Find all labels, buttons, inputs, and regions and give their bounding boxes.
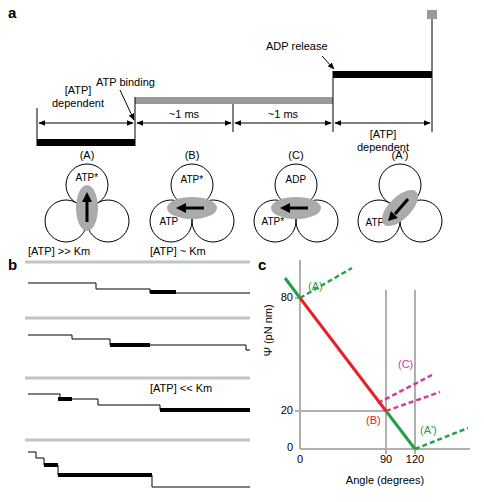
- duration-arrow: [235, 123, 331, 124]
- dwell-segment: [58, 397, 72, 401]
- tick-line: [333, 71, 334, 132]
- gamma-subunit: [76, 185, 98, 231]
- trace-separator: [25, 317, 250, 320]
- y-axis: [299, 260, 301, 449]
- grid-line: [385, 290, 387, 454]
- dwell-segment: [150, 290, 176, 294]
- dwell-segment: [110, 343, 150, 347]
- subunit-circle: [275, 164, 317, 206]
- figure-label: ~1 ms: [154, 108, 214, 121]
- figure-label: 120: [400, 453, 430, 466]
- subunit-circle: [150, 200, 192, 242]
- callout-arrow: [322, 56, 334, 69]
- dwell-bar: [37, 139, 135, 146]
- rotation-trace: [28, 283, 250, 293]
- subunit-node: ATP*: [171, 164, 213, 206]
- grid-line: [414, 290, 416, 454]
- figure-label: Angle (degrees): [325, 474, 445, 487]
- curve-label: (B): [366, 414, 381, 427]
- rotor-arrowhead: [82, 192, 92, 202]
- nucleotide-label: ATP*: [366, 217, 389, 229]
- figure-label: 80: [276, 291, 293, 304]
- figure-label: Ψ (pN nm): [262, 280, 275, 380]
- subunit-circle: [45, 200, 87, 242]
- tick-line: [432, 19, 433, 132]
- subunit-circle: [400, 200, 442, 242]
- subunit-circle: [171, 164, 213, 206]
- trace-separator: [25, 439, 250, 442]
- subunit-circle: [87, 200, 129, 242]
- curve-label: (A'): [420, 424, 437, 437]
- trace-separator: [25, 377, 250, 380]
- rotor-arrowhead: [388, 211, 398, 221]
- rotation-trace: [28, 335, 250, 350]
- subunit-circle: [358, 200, 400, 242]
- tick-line: [233, 104, 234, 132]
- dwell-segment: [160, 408, 250, 412]
- duration-arrow: [137, 123, 231, 124]
- grid-line: [295, 410, 386, 412]
- panel-letter: a: [8, 4, 16, 21]
- potential-curve: [386, 411, 415, 449]
- nucleotide-label: ATP*: [76, 172, 99, 184]
- dwell-bar: [333, 71, 432, 78]
- potential-curve-dashed: [378, 375, 432, 403]
- figure-label: 90: [374, 453, 398, 466]
- figure-label: (A): [67, 149, 107, 162]
- panel-letter: c: [258, 256, 266, 273]
- subunit-circle: [296, 200, 338, 242]
- dwell-bar: [427, 10, 437, 19]
- duration-arrow: [335, 123, 430, 124]
- tick-line: [135, 97, 136, 146]
- figure-label: 0: [290, 453, 310, 466]
- curve-label: (A): [308, 280, 323, 293]
- potential-curve: [300, 298, 386, 411]
- potential-curve-dashed: [300, 268, 352, 298]
- rotor-arrow: [86, 200, 89, 222]
- figure-label: ATP binding: [96, 76, 155, 89]
- figure-label: 0: [276, 441, 293, 454]
- nucleotide-label: ATP*: [181, 174, 204, 186]
- duration-arrow: [39, 123, 133, 124]
- curve-label: (C): [398, 358, 413, 371]
- callout-arrow: [120, 90, 134, 120]
- potential-curve-dashed: [386, 392, 440, 411]
- subunit-node: ATP: [150, 200, 192, 242]
- subunit-node: ATP*: [254, 200, 296, 242]
- subunit-node: ATP*: [66, 164, 108, 206]
- subunit-node: ADP: [275, 164, 317, 206]
- figure-label: [ATP] ~ Km: [150, 245, 206, 258]
- figure-label: (B): [172, 149, 212, 162]
- tick-line: [37, 108, 38, 146]
- figure-label: ~1 ms: [253, 108, 313, 121]
- subunit-circle: [254, 200, 296, 242]
- subunit-circle: [379, 164, 421, 206]
- figure-label: [ATP] << Km: [150, 382, 212, 395]
- dwell-segment: [44, 463, 58, 467]
- panel-letter: b: [8, 256, 17, 273]
- rotation-trace: [28, 452, 250, 487]
- nucleotide-label: ATP: [160, 216, 179, 228]
- subunit-circle: [66, 164, 108, 206]
- rotor-arrow: [395, 199, 408, 214]
- rotation-trace: [28, 394, 250, 410]
- figure-label: [ATP] dependent: [47, 84, 109, 109]
- subunit-circle: [192, 200, 234, 242]
- figure-label: ADP release: [266, 40, 328, 53]
- subunit-node: ATP*: [358, 200, 400, 242]
- nucleotide-label: ADP: [286, 174, 307, 186]
- figure-label: 20: [276, 404, 293, 417]
- nucleotide-label: ATP*: [262, 216, 285, 228]
- dwell-bar: [135, 97, 333, 104]
- figure-label: (C): [276, 149, 316, 162]
- figure-label: (A'): [380, 149, 420, 162]
- dwell-segment: [58, 473, 152, 477]
- trace-separator: [25, 261, 250, 264]
- subunit-outline: [66, 164, 108, 206]
- figure-label: [ATP] >> Km: [28, 245, 90, 258]
